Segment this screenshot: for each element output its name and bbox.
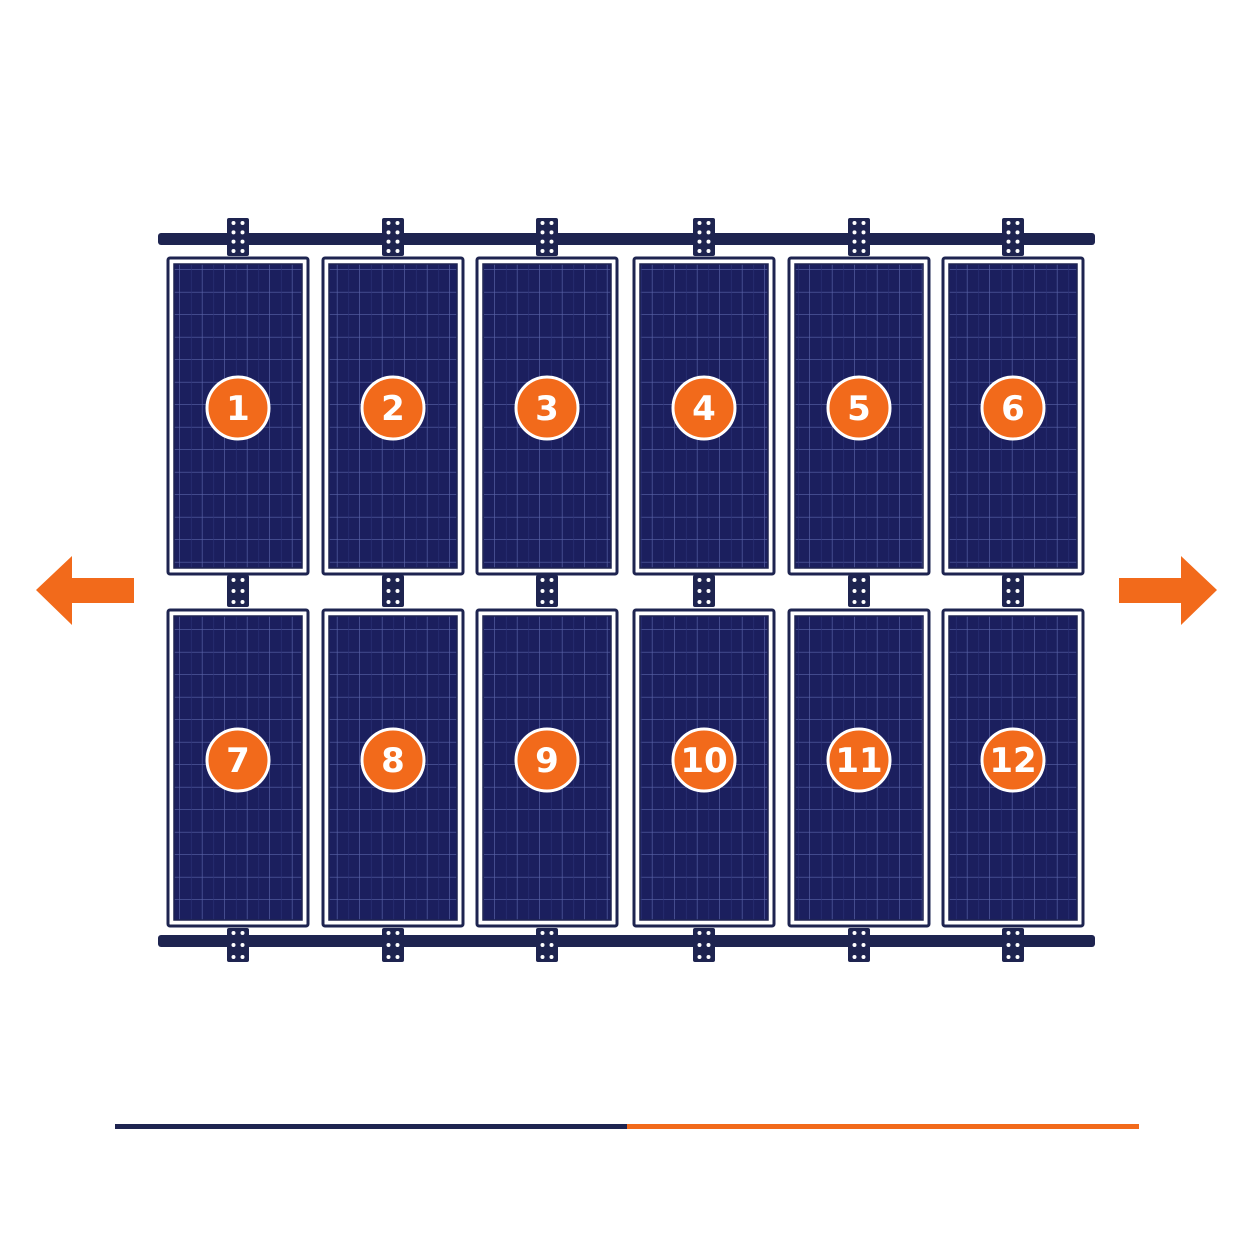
bottom-clamp-6 xyxy=(1002,928,1024,962)
middle-clamp-2 xyxy=(382,575,404,607)
panel-cells xyxy=(328,263,458,569)
progress-bar-filled xyxy=(115,1124,627,1129)
panel-number-badge xyxy=(205,727,271,793)
panel-number-badge xyxy=(826,727,892,793)
solar-panel-11: 11 xyxy=(787,608,931,928)
panel-number-badge xyxy=(671,727,737,793)
solar-panel-1: 1 xyxy=(166,256,310,576)
solar-panel-10: 10 xyxy=(632,608,776,928)
bottom-clamp-3 xyxy=(536,928,558,962)
middle-clamp-1 xyxy=(227,575,249,607)
panel-number: 10 xyxy=(680,741,727,781)
bottom-clamp-2 xyxy=(382,928,404,962)
panel-number-badge xyxy=(360,375,426,441)
panel-number: 5 xyxy=(847,389,871,429)
arrow-left-icon xyxy=(36,556,134,625)
top-clamp-3 xyxy=(536,218,558,256)
solar-panel-5: 5 xyxy=(787,256,931,576)
panel-number-badge xyxy=(980,375,1046,441)
solar-panel-9: 9 xyxy=(475,608,619,928)
panel-number: 11 xyxy=(835,741,882,781)
bottom-clamp-5 xyxy=(848,928,870,962)
panel-number-badge xyxy=(980,727,1046,793)
progress-bar-remaining xyxy=(627,1124,1139,1129)
solar-panel-2: 2 xyxy=(321,256,465,576)
panel-number-badge xyxy=(514,375,580,441)
arrow-right-icon xyxy=(1119,556,1217,625)
panel-number: 1 xyxy=(226,389,250,429)
solar-panel-6: 6 xyxy=(941,256,1085,576)
panel-number: 6 xyxy=(1001,389,1025,429)
panel-number: 7 xyxy=(226,741,250,781)
middle-clamp-4 xyxy=(693,575,715,607)
progress-bar xyxy=(115,1124,1139,1129)
top-clamp-4 xyxy=(693,218,715,256)
middle-clamp-3 xyxy=(536,575,558,607)
solar-panel-4: 4 xyxy=(632,256,776,576)
direction-arrows xyxy=(36,556,1217,625)
panel-number: 12 xyxy=(989,741,1036,781)
panel-number-badge xyxy=(514,727,580,793)
solar-panel-7: 7 xyxy=(166,608,310,928)
top-clamp-1 xyxy=(227,218,249,256)
panel-number: 3 xyxy=(535,389,559,429)
solar-panel-3: 3 xyxy=(475,256,619,576)
panel-number-badge xyxy=(826,375,892,441)
panel-number-badge xyxy=(671,375,737,441)
top-rail xyxy=(158,233,1095,245)
solar-panel-8: 8 xyxy=(321,608,465,928)
middle-clamp-5 xyxy=(848,575,870,607)
bottom-clamp-4 xyxy=(693,928,715,962)
middle-clamp-6 xyxy=(1002,575,1024,607)
bottom-clamp-1 xyxy=(227,928,249,962)
bottom-rail xyxy=(158,935,1095,947)
panel-number: 9 xyxy=(535,741,559,781)
solar-panel-12: 12 xyxy=(941,608,1085,928)
panel-number: 8 xyxy=(381,741,405,781)
top-clamp-5 xyxy=(848,218,870,256)
panel-number-badge xyxy=(205,375,271,441)
panel-number-badge xyxy=(360,727,426,793)
top-clamp-6 xyxy=(1002,218,1024,256)
panel-number: 4 xyxy=(692,389,716,429)
panel-number: 2 xyxy=(381,389,405,429)
mounting-rails xyxy=(158,218,1095,962)
top-clamp-2 xyxy=(382,218,404,256)
